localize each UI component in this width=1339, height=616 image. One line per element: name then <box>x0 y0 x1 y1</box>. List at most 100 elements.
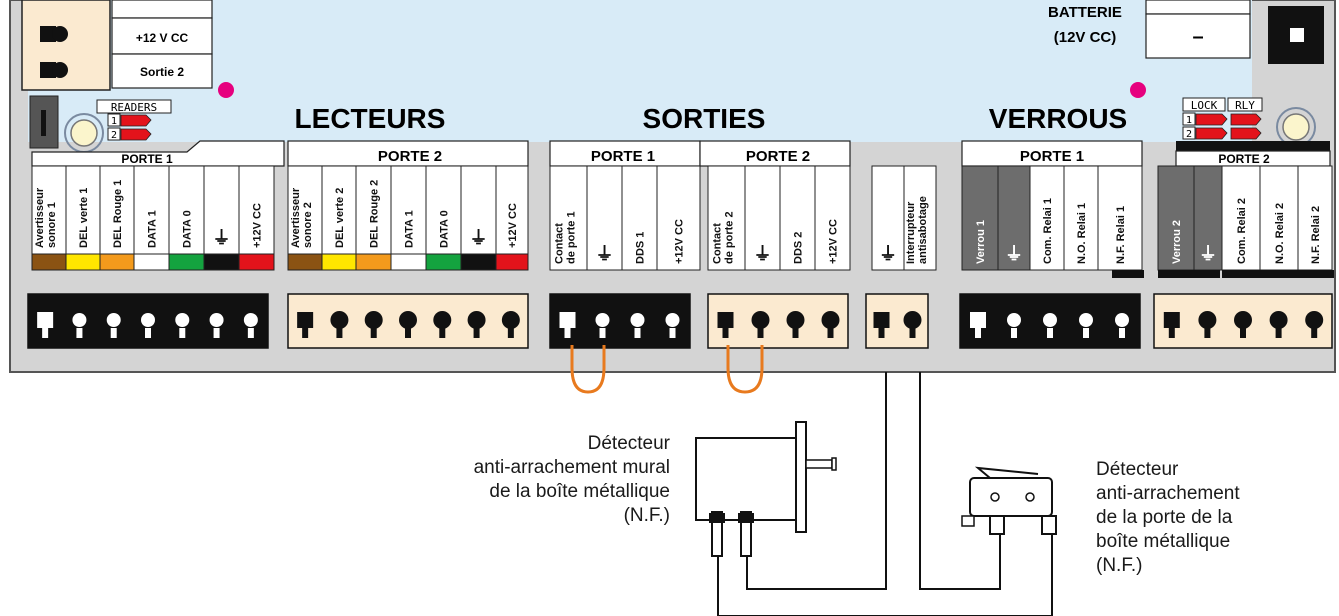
terminal-text: +12V CC <box>674 219 686 264</box>
terminal-label-1: Avertisseursonore 1 <box>31 165 67 271</box>
terminal-text: N.O. Relai 1 <box>1076 203 1088 264</box>
terminal-color-strip <box>495 253 529 271</box>
terminal-label-34: N.F. Relai 2 <box>1297 165 1333 271</box>
terminal-text: Interrupteurantisabotage <box>905 196 929 264</box>
terminal-color-strip <box>238 253 275 271</box>
group-header-lecteurs-porte1: PORTE 1 <box>31 140 285 167</box>
group-header-verrous-porte1: PORTE 1 <box>961 140 1143 167</box>
terminal-color-strip <box>390 253 427 271</box>
terminal-label-10: DEL Rouge 2 <box>355 165 392 271</box>
terminal-label-33: N.O. Relai 2 <box>1259 165 1299 271</box>
terminal-label-5: DATA 0 <box>168 165 205 271</box>
terminal-color-strip <box>99 253 135 271</box>
screw-terminal-block-2 <box>287 293 529 349</box>
battery-minus-symbol: – <box>1192 26 1203 48</box>
terminal-text: DATA 0 <box>439 210 451 248</box>
lock-pin-2-box <box>1182 126 1196 140</box>
rly-jumper-1 <box>1230 113 1262 126</box>
ground-icon: ⏚ <box>754 244 772 264</box>
terminal-label-29: N.F. Relai 1 <box>1097 165 1143 271</box>
terminal-text: +12V CC <box>507 203 519 248</box>
lock-pin-1: 1 <box>1186 115 1192 126</box>
terminal-text: Avertisseursonore 2 <box>290 187 314 248</box>
screw-terminal-block-4 <box>707 293 849 349</box>
lock-pin-2: 2 <box>1186 129 1192 140</box>
lock-jumper-label: LOCK <box>1191 99 1218 112</box>
screw-terminal-block-3 <box>549 293 691 349</box>
lock-pin-1-box <box>1182 112 1196 126</box>
terminal-label-23: ⏚ <box>871 165 905 271</box>
terminal-label-7: +12V CC <box>238 165 275 271</box>
left-side-slot <box>41 110 46 136</box>
terminal-color-strip <box>133 253 170 271</box>
terminal-label-12: DATA 0 <box>425 165 462 271</box>
terminal-label-20: ⏚ <box>744 165 781 271</box>
terminal-text: DDS 1 <box>635 232 647 264</box>
terminal-label-26: ⏚ <box>997 165 1031 271</box>
terminal-text: N.O. Relai 2 <box>1274 203 1286 264</box>
terminal-label-22: +12V CC <box>814 165 851 271</box>
ground-icon: ⏚ <box>213 228 231 248</box>
terminal-text: Com. Relai 2 <box>1236 198 1248 264</box>
section-title-sorties: SORTIES <box>643 103 766 134</box>
section-title-lecteurs: LECTEURS <box>295 103 446 134</box>
terminal-text: DDS 2 <box>793 232 805 264</box>
terminal-text: DATA 1 <box>404 210 416 248</box>
lock-jumper-2 <box>1195 127 1228 140</box>
output-row-12v-label: +12 V CC <box>136 31 189 45</box>
terminal-text: +12V CC <box>252 203 264 248</box>
output-row-blank <box>111 0 213 19</box>
terminal-label-19: Contactde porte 2 <box>707 165 746 271</box>
screw-terminal-block-6 <box>959 293 1141 349</box>
board-label-area <box>200 0 1252 142</box>
terminal-label-30: Verrou 2 <box>1157 165 1195 271</box>
screw-terminal-block-5 <box>865 293 929 349</box>
relay-shadow-2 <box>1158 270 1220 278</box>
ground-icon: ⏚ <box>596 244 614 264</box>
terminal-label-32: Com. Relai 2 <box>1221 165 1261 271</box>
terminal-text: N.F. Relai 2 <box>1310 206 1322 264</box>
mounting-hole-left <box>70 119 98 147</box>
door-detector-annotation: Détecteur anti-arrachement de la porte d… <box>1096 459 1240 576</box>
connector-pin-2b <box>52 62 68 78</box>
terminal-text: DEL Rouge 1 <box>112 180 124 248</box>
group-header-lecteurs-porte2: PORTE 2 <box>287 140 529 167</box>
jumper-wire-sorties-porte2 <box>726 345 764 394</box>
terminal-color-strip <box>287 253 323 271</box>
terminal-label-4: DATA 1 <box>133 165 170 271</box>
readers-jumper-label-box <box>96 99 172 114</box>
terminal-text: DEL verte 1 <box>78 188 90 248</box>
mounting-hole-right <box>1282 113 1310 141</box>
terminal-text: Contactde porte 2 <box>712 211 736 264</box>
lock-jumper-label-box <box>1182 97 1226 112</box>
output-row-sortie2 <box>111 53 213 89</box>
terminal-label-6: ⏚ <box>203 165 240 271</box>
connector-pin-1 <box>40 26 56 42</box>
connector-pin-2 <box>40 62 56 78</box>
jumper-wire-sorties-porte1 <box>570 345 606 394</box>
terminal-label-21: DDS 2 <box>779 165 816 271</box>
svg-text:PORTE 2: PORTE 2 <box>746 148 810 165</box>
readers-jumper-label: READERS <box>111 101 157 114</box>
terminal-label-24: Interrupteurantisabotage <box>903 165 937 271</box>
svg-text:PORTE 2: PORTE 2 <box>378 148 442 165</box>
terminal-text: +12V CC <box>828 219 840 264</box>
terminal-label-18: +12V CC <box>656 165 701 271</box>
tamper-wire-2 <box>919 372 1001 590</box>
terminal-label-3: DEL Rouge 1 <box>99 165 135 271</box>
terminal-text: DEL verte 2 <box>334 188 346 248</box>
terminal-label-31: ⏚ <box>1193 165 1223 271</box>
terminal-label-28: N.O. Relai 1 <box>1063 165 1099 271</box>
svg-text:PORTE 2: PORTE 2 <box>1218 152 1270 166</box>
screw-terminal-block-7 <box>1153 293 1333 349</box>
terminal-color-strip <box>31 253 67 271</box>
battery-connector-pin <box>1290 28 1304 42</box>
terminal-color-strip <box>460 253 497 271</box>
terminal-color-strip <box>321 253 357 271</box>
terminal-text: DATA 1 <box>147 210 159 248</box>
terminal-label-17: DDS 1 <box>621 165 658 271</box>
rly-jumper-label: RLY <box>1235 99 1255 112</box>
terminal-label-15: Contactde porte 1 <box>549 165 588 271</box>
readers-pin-2: 2 <box>111 130 117 141</box>
